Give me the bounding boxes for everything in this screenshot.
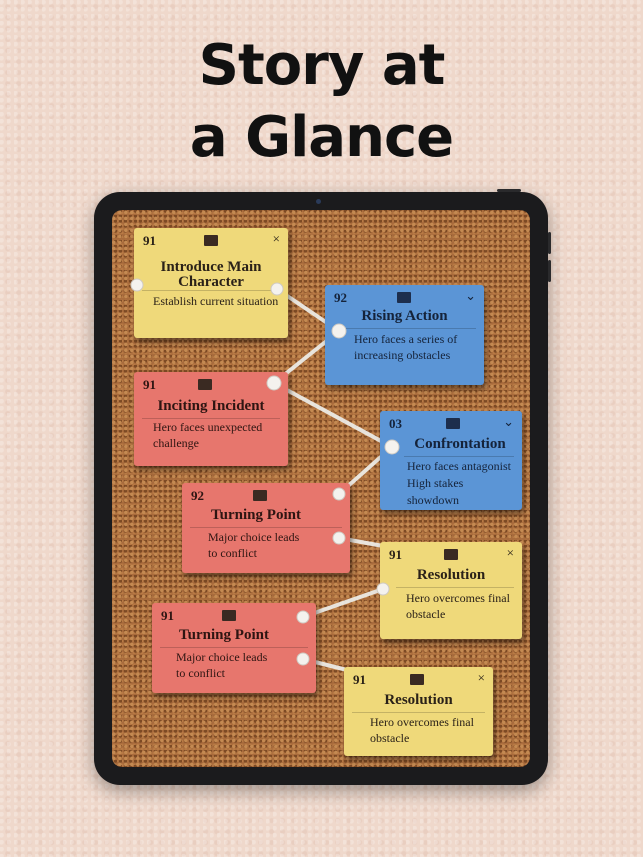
divider xyxy=(142,418,280,419)
story-card[interactable]: 91 Inciting Incident Hero faces unexpect… xyxy=(134,372,288,466)
power-button xyxy=(497,189,521,192)
card-body: Establish current situation xyxy=(153,294,279,308)
chevron-down-icon[interactable]: ⌄ xyxy=(503,414,514,429)
divider xyxy=(142,290,280,291)
connector xyxy=(272,381,394,449)
pin xyxy=(331,323,347,339)
story-card[interactable]: 92 ⌄ Rising Action Hero faces a series o… xyxy=(325,285,484,385)
card-number: 92 xyxy=(334,290,347,305)
book-icon xyxy=(410,674,424,685)
story-card[interactable]: 91 Turning Point Major choice leads to c… xyxy=(152,603,316,693)
pin xyxy=(266,375,282,391)
divider xyxy=(190,527,342,528)
divider xyxy=(396,587,514,588)
pin xyxy=(296,610,310,624)
book-icon xyxy=(253,490,267,501)
divider xyxy=(352,712,485,713)
book-icon xyxy=(444,549,458,560)
card-body: Hero faces a series of increasing obstac… xyxy=(354,332,458,362)
story-card[interactable]: 91 × Resolution Hero overcomes final obs… xyxy=(380,542,522,639)
card-body: Hero overcomes final obstacle xyxy=(406,591,510,621)
card-title: Inciting Incident xyxy=(157,398,265,414)
card-title: Introduce Main Character xyxy=(160,259,262,290)
volume-down-button xyxy=(548,260,551,282)
camera xyxy=(316,199,321,204)
pin xyxy=(270,282,284,296)
headline-line-2: a Glance xyxy=(189,105,454,170)
book-icon xyxy=(204,235,218,246)
close-icon[interactable]: × xyxy=(506,545,514,560)
card-number: 91 xyxy=(143,377,156,392)
book-icon xyxy=(222,610,236,621)
close-icon[interactable]: × xyxy=(272,231,280,246)
volume-up-button xyxy=(548,232,551,254)
headline-line-1: Story at xyxy=(198,33,446,98)
card-body: Major choice leads to conflict xyxy=(208,530,300,560)
card-title: Turning Point xyxy=(179,627,269,643)
story-card[interactable]: 91 × Introduce Main Character Establish … xyxy=(134,228,288,338)
pin xyxy=(332,487,346,501)
pin xyxy=(376,582,390,596)
card-title: Rising Action xyxy=(361,308,448,324)
pin xyxy=(384,439,400,455)
card-title: Turning Point xyxy=(211,507,301,523)
card-number: 91 xyxy=(353,672,366,687)
card-title: Resolution xyxy=(416,567,486,583)
pin xyxy=(296,652,310,666)
card-number: 91 xyxy=(161,608,174,623)
chevron-down-icon[interactable]: ⌄ xyxy=(465,288,476,303)
card-body: Hero faces unexpected challenge xyxy=(153,420,263,450)
pin xyxy=(332,531,346,545)
headline: Story at a Glance xyxy=(0,30,643,174)
story-card[interactable]: 92 Turning Point Major choice leads to c… xyxy=(182,483,350,573)
card-body: Hero overcomes final obstacle xyxy=(370,715,474,745)
close-icon[interactable]: × xyxy=(477,670,485,685)
card-title: Resolution xyxy=(384,692,453,708)
story-card[interactable]: 91 × Resolution Hero overcomes final obs… xyxy=(344,667,493,756)
card-number: 91 xyxy=(389,547,402,562)
book-icon xyxy=(397,292,411,303)
card-number: 03 xyxy=(389,416,402,431)
divider xyxy=(333,328,476,329)
card-body: Hero faces antagonist High stakes showdo… xyxy=(407,459,511,507)
book-icon xyxy=(198,379,212,390)
story-card[interactable]: 03 ⌄ Confrontation Hero faces antagonist… xyxy=(380,411,522,510)
card-number: 91 xyxy=(143,233,156,248)
connector xyxy=(301,587,385,619)
card-number: 92 xyxy=(191,488,204,503)
book-icon xyxy=(446,418,460,429)
card-title: Confrontation xyxy=(414,436,506,452)
pin xyxy=(130,278,144,292)
divider xyxy=(160,647,308,648)
card-body: Major choice leads to conflict xyxy=(176,650,268,680)
divider xyxy=(404,456,514,457)
